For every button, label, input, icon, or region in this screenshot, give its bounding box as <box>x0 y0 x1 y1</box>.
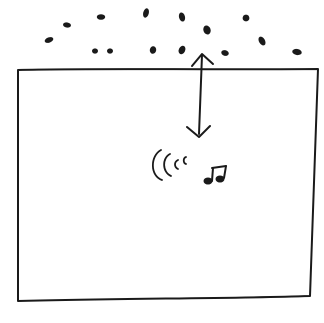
dot <box>44 37 54 43</box>
dot <box>63 22 71 28</box>
dot <box>149 46 157 54</box>
dot <box>258 36 266 46</box>
dot <box>203 25 211 35</box>
dot <box>178 12 186 22</box>
arrow-head-down <box>186 125 211 138</box>
dot <box>242 14 250 22</box>
dot <box>178 45 186 55</box>
dot <box>221 50 229 56</box>
sound-waves-icon <box>151 149 187 181</box>
arrow-head-up <box>191 53 214 67</box>
dot <box>92 48 98 54</box>
arrow-shaft <box>198 54 203 135</box>
dot <box>292 48 302 56</box>
scattered-dots <box>44 8 302 56</box>
dot <box>96 14 106 20</box>
box-outline <box>17 68 319 302</box>
dot <box>143 8 149 18</box>
double-arrow <box>186 53 214 138</box>
music-note-icon <box>203 165 227 185</box>
dot <box>107 48 113 54</box>
